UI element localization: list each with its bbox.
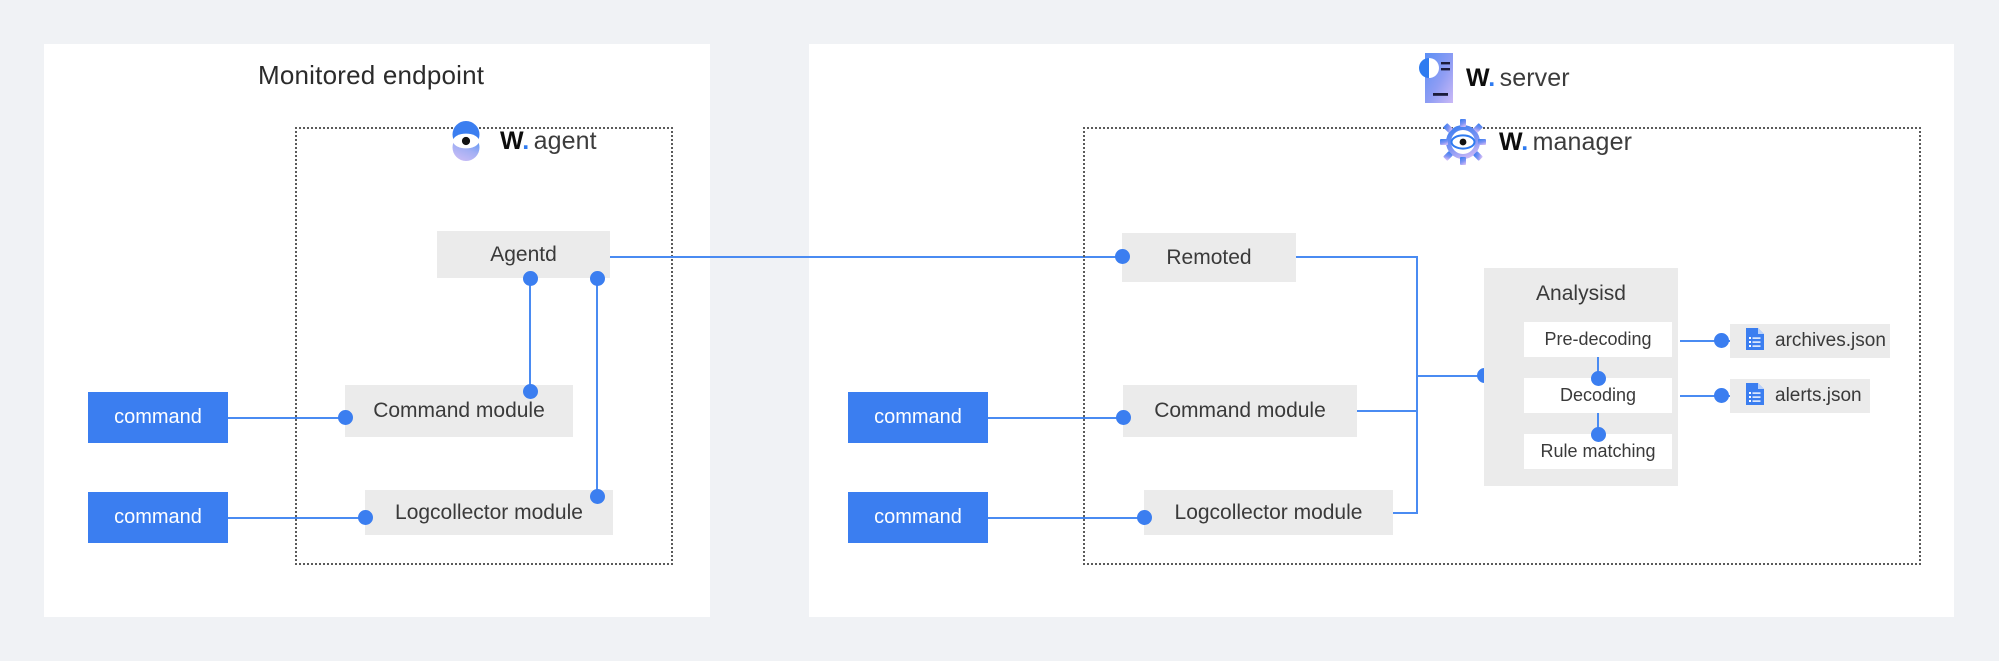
agent-logcollector-module-box[interactable]: Logcollector module — [365, 490, 613, 535]
analysisd-title: Analysisd — [1536, 282, 1626, 305]
json-file-icon-archives — [1746, 327, 1764, 355]
agentd-label: Agentd — [490, 242, 557, 266]
connector-remoted-to-bus — [1296, 256, 1418, 258]
agent-brand-text: W. agent — [500, 127, 597, 156]
connector-dot-alerts — [1714, 388, 1729, 403]
brand-w-letter: W — [500, 126, 523, 155]
manager-command-chip-1-label: command — [874, 406, 962, 428]
connector-agentd-to-commandmodule — [529, 278, 531, 390]
connector-predecoding-to-decoding — [1597, 357, 1599, 378]
remoted-label: Remoted — [1166, 245, 1252, 269]
agent-command-module-label: Command module — [373, 399, 545, 422]
alerts-json-output[interactable]: alerts.json — [1730, 379, 1870, 413]
manager-logcollector-module-label: Logcollector module — [1174, 500, 1363, 524]
monitored-endpoint-title: Monitored endpoint — [258, 60, 485, 90]
manager-command-chip-1[interactable]: command — [848, 392, 988, 443]
connector-cmd1-to-commandmodule — [228, 417, 352, 419]
connector-dot-commandmodule-top — [523, 384, 538, 399]
server-brand-lockup: W. server — [1415, 53, 1570, 103]
server-brand-text: W. server — [1466, 64, 1570, 93]
agent-brand-lockup: W. agent — [445, 120, 597, 162]
agent-command-chip-2-label: command — [114, 506, 202, 528]
agent-command-module-box[interactable]: Command module — [345, 385, 573, 437]
analysisd-stage-pre-decoding-label: Pre-decoding — [1544, 329, 1652, 349]
manager-command-chip-2-label: command — [874, 506, 962, 528]
connector-dot-logcollector-top — [590, 489, 605, 504]
connector-vertical-bus — [1416, 256, 1418, 513]
manager-command-module-label: Command module — [1154, 399, 1326, 422]
archives-json-label: archives.json — [1775, 330, 1886, 351]
connector-dot-logcollector-left — [358, 510, 373, 525]
analysisd-stage-decoding-label: Decoding — [1559, 385, 1637, 405]
connector-decoding-to-alerts — [1680, 395, 1730, 397]
manager-brand-name: manager — [1532, 127, 1632, 156]
brand-dot-manager: . — [1521, 127, 1529, 156]
connector-commandmodule-to-bus — [1357, 410, 1418, 412]
server-brand-name: server — [1499, 63, 1570, 92]
manager-brand-text: W. manager — [1499, 128, 1632, 157]
manager-command-chip-2[interactable]: command — [848, 492, 988, 543]
remoted-box[interactable]: Remoted — [1122, 233, 1296, 282]
brand-dot: . — [522, 126, 530, 155]
connector-dot-decoding-top — [1591, 371, 1606, 386]
connector-dot-manager-logcollector-left — [1137, 510, 1152, 525]
agent-eye-logo-icon — [445, 120, 487, 162]
manager-gear-eye-logo-icon — [1440, 119, 1486, 165]
manager-command-module-box[interactable]: Command module — [1123, 385, 1357, 437]
agent-logcollector-module-label: Logcollector module — [395, 500, 583, 524]
agentd-box[interactable]: Agentd — [437, 231, 610, 278]
connector-agentd-to-remoted — [610, 256, 1129, 258]
connector-dot-archives — [1714, 333, 1729, 348]
connector-cmdr1-to-commandmodule — [988, 417, 1130, 419]
connector-dot-commandmodule-left — [338, 410, 353, 425]
agent-brand-name: agent — [533, 126, 597, 155]
agent-command-chip-1-label: command — [114, 406, 202, 428]
connector-logcollector-to-bus — [1393, 512, 1418, 514]
brand-w-letter-server: W — [1466, 63, 1489, 92]
agent-boundary-box — [295, 127, 673, 565]
manager-logcollector-module-box[interactable]: Logcollector module — [1144, 490, 1393, 535]
connector-decoding-to-rulematching — [1597, 413, 1599, 434]
json-file-icon-alerts — [1746, 382, 1764, 410]
connector-dot-rulematching-top — [1591, 427, 1606, 442]
analysisd-stage-rule-matching-label: Rule matching — [1540, 441, 1656, 461]
server-rack-logo-icon — [1415, 53, 1453, 103]
alerts-json-label: alerts.json — [1775, 385, 1862, 406]
agent-command-chip-2[interactable]: command — [88, 492, 228, 543]
manager-brand-lockup: W. manager — [1440, 119, 1632, 165]
connector-dot-remoted-left — [1115, 249, 1130, 264]
brand-w-letter-manager: W — [1499, 127, 1522, 156]
agent-command-chip-1[interactable]: command — [88, 392, 228, 443]
connector-bus-to-analysisd — [1416, 375, 1490, 377]
connector-cmdr2-to-logcollector — [988, 517, 1151, 519]
archives-json-output[interactable]: archives.json — [1730, 324, 1890, 358]
brand-dot-server: . — [1488, 63, 1496, 92]
connector-cmd2-to-logcollector — [228, 517, 372, 519]
connector-dot-manager-commandmodule-left — [1116, 410, 1131, 425]
connector-dot-agentd-bottom-b — [590, 271, 605, 286]
connector-agentd-to-logcollector — [596, 278, 598, 494]
manager-boundary-box — [1083, 127, 1921, 565]
connector-dot-agentd-bottom-a — [523, 271, 538, 286]
connector-predecoding-to-archives — [1680, 340, 1730, 342]
analysisd-stage-pre-decoding[interactable]: Pre-decoding — [1524, 322, 1672, 357]
